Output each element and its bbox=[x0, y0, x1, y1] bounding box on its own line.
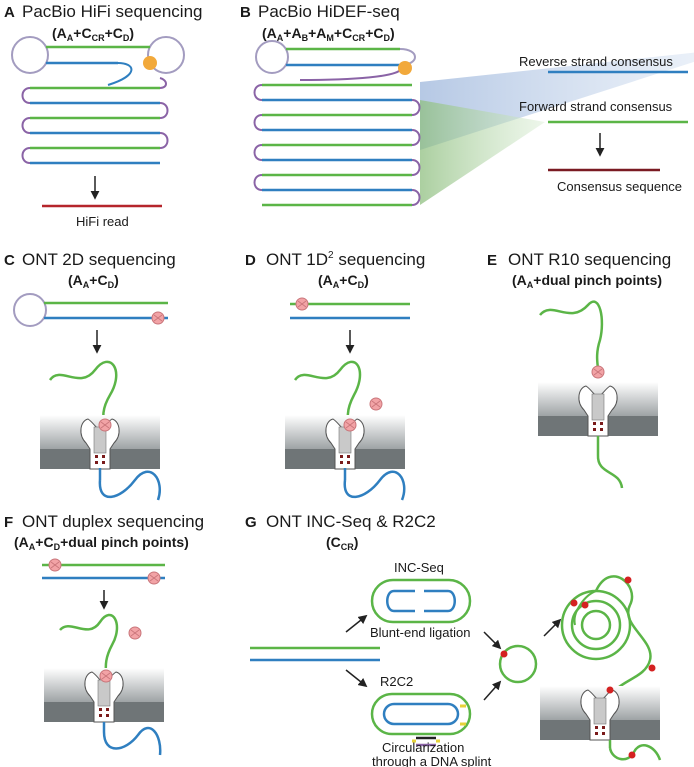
panel-f-formula: (AA+CD+dual pinch points) bbox=[14, 534, 189, 552]
ligation-site-icon bbox=[570, 599, 578, 607]
rca-product bbox=[560, 575, 656, 701]
panel-d: D ONT 1D2 sequencing (AA+CD) bbox=[245, 250, 425, 501]
ligation-site-icon bbox=[500, 650, 508, 658]
consensus-label: Consensus sequence bbox=[557, 179, 682, 194]
blunt-end-ligation-label: Blunt-end ligation bbox=[370, 625, 470, 640]
arrow-icon bbox=[483, 680, 502, 701]
r2c2-outer-ring bbox=[370, 692, 472, 736]
panel-b-letter: B bbox=[240, 4, 251, 21]
arrow-icon bbox=[483, 631, 502, 650]
panel-a-letter: A bbox=[4, 4, 15, 21]
ligation-site-icon bbox=[648, 664, 656, 672]
panel-d-letter: D bbox=[245, 252, 256, 269]
motor-protein-icon bbox=[295, 297, 309, 311]
motor-protein-icon bbox=[151, 311, 165, 325]
hifi-smrtbell bbox=[11, 36, 185, 86]
arrow-icon bbox=[543, 618, 562, 637]
forward-projection bbox=[420, 100, 545, 205]
panel-a: A PacBio HiFi sequencing (AA+CCR+CD) bbox=[4, 2, 202, 229]
ligation-site-icon bbox=[628, 751, 636, 759]
incseq-outer-ring bbox=[370, 578, 472, 624]
panel-c-letter: C bbox=[4, 252, 15, 269]
panel-f-title: ONT duplex sequencing bbox=[22, 512, 204, 531]
panel-e: E ONT R10 sequencing (AA+dual pinch poin… bbox=[487, 250, 671, 489]
r2c2-inner-ring bbox=[382, 702, 460, 726]
panel-a-formula: (AA+CCR+CD) bbox=[52, 25, 134, 43]
panel-g-formula: (CCR) bbox=[326, 534, 358, 552]
panel-b-title: PacBio HiDEF-seq bbox=[258, 2, 400, 21]
polymerase-icon bbox=[398, 61, 412, 75]
panel-f-letter: F bbox=[4, 514, 13, 531]
motor-protein-icon bbox=[591, 365, 605, 379]
incseq-label: INC-Seq bbox=[394, 560, 444, 575]
panel-g-letter: G bbox=[245, 514, 257, 531]
panel-b-formula: (AA+AB+AM+CCR+CD) bbox=[262, 25, 395, 43]
panel-c-title: ONT 2D sequencing bbox=[22, 250, 176, 269]
panel-e-letter: E bbox=[487, 252, 497, 269]
hifi-read-label: HiFi read bbox=[76, 214, 129, 229]
reverse-strand-label: Reverse strand consensus bbox=[519, 54, 673, 69]
motor-protein-icon bbox=[99, 669, 113, 683]
polymerase-icon bbox=[143, 56, 157, 70]
nanopore-icon bbox=[537, 381, 659, 437]
motor-protein-icon bbox=[48, 558, 62, 572]
ligation-site-icon bbox=[624, 576, 632, 584]
arrow-icon bbox=[345, 669, 368, 688]
panel-b: B PacBio HiDEF-seq (AA+AB+AM+CCR+CD) bbox=[240, 2, 694, 207]
hidef-passes bbox=[253, 83, 421, 207]
hidef-smrtbell bbox=[255, 40, 416, 81]
panel-a-title: PacBio HiFi sequencing bbox=[22, 2, 202, 21]
panel-d-formula: (AA+CD) bbox=[318, 272, 369, 290]
motor-protein-icon bbox=[369, 397, 383, 411]
circular-dna bbox=[498, 644, 538, 684]
circularization-line1: Circularization bbox=[382, 740, 464, 755]
motor-protein-icon bbox=[343, 418, 357, 432]
ligation-site-icon bbox=[581, 601, 589, 609]
panel-g: G ONT INC-Seq & R2C2 (CCR) INC-Seq Blunt… bbox=[245, 512, 662, 767]
panel-c-formula: (AA+CD) bbox=[68, 272, 119, 290]
panel-f: F ONT duplex sequencing (AA+CD+dual pinc… bbox=[4, 512, 204, 756]
r2c2-label: R2C2 bbox=[380, 674, 413, 689]
nanopore-icon bbox=[539, 685, 661, 741]
panel-e-formula: (AA+dual pinch points) bbox=[512, 272, 662, 290]
panel-g-title: ONT INC-Seq & R2C2 bbox=[266, 512, 436, 531]
motor-protein-icon bbox=[128, 626, 142, 640]
circularization-line2: through a DNA splint bbox=[372, 754, 492, 767]
panel-c: C ONT 2D sequencing (AA+CD) bbox=[4, 250, 176, 501]
panel-e-title: ONT R10 sequencing bbox=[508, 250, 671, 269]
motor-protein-icon bbox=[98, 418, 112, 432]
motor-protein-icon bbox=[147, 571, 161, 585]
ligation-site-icon bbox=[606, 686, 614, 694]
panel-d-title: ONT 1D2 sequencing bbox=[266, 250, 425, 269]
arrow-icon bbox=[345, 614, 368, 633]
hifi-passes bbox=[21, 77, 169, 165]
forward-strand-label: Forward strand consensus bbox=[519, 99, 673, 114]
